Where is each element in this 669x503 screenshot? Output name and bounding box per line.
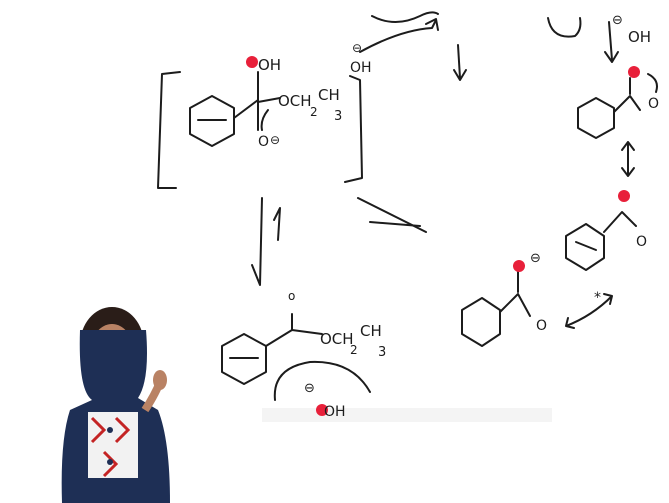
label-o-right1: O xyxy=(648,96,659,112)
red-dot xyxy=(316,404,328,416)
label-o-right3: O xyxy=(536,318,547,334)
label-sub3: 3 xyxy=(378,345,386,360)
minus-sign: ⊖ xyxy=(304,381,315,396)
equilibrium-arrow-down xyxy=(251,197,263,286)
minus-sign: ⊖ xyxy=(530,251,541,266)
bracket-right xyxy=(344,75,363,183)
red-dot xyxy=(513,260,525,272)
label-sub3: 3 xyxy=(334,109,342,124)
benzene-ring-4 xyxy=(461,297,501,347)
presenter xyxy=(61,307,170,503)
label-o-right2: O xyxy=(636,234,647,250)
benzene-ring-3 xyxy=(565,223,605,271)
top-stroke-right xyxy=(547,17,582,38)
minus-sign: ⊖ xyxy=(270,133,280,147)
label-oh-minus: OH xyxy=(350,60,372,76)
minus-sign: ⊖ xyxy=(612,13,623,28)
label-ch3: CH xyxy=(360,322,382,340)
red-dot xyxy=(628,66,640,78)
down-arrow-right xyxy=(604,21,619,63)
label-ch3: CH xyxy=(318,86,340,104)
label-oh-right: OH xyxy=(628,28,651,46)
equilibrium-arrow-diag2 xyxy=(369,221,421,227)
minus-sign: ⊖ xyxy=(352,41,362,55)
attack-arrow xyxy=(359,19,437,53)
circle-stroke xyxy=(273,360,371,401)
equilibrium-arrow-diag1 xyxy=(357,197,427,233)
benzene-ring-5 xyxy=(221,333,267,385)
resonance-arrow xyxy=(621,141,635,177)
label-oh-bottom: OH xyxy=(324,404,346,420)
label-sub2: 2 xyxy=(310,105,318,119)
bracket-left xyxy=(157,71,181,189)
label-ester-tail-top: OCH xyxy=(278,92,312,110)
top-stroke-left xyxy=(371,11,439,23)
down-arrow-top xyxy=(453,44,467,81)
label-o-small: o xyxy=(288,289,295,303)
label-asterisk: * xyxy=(594,290,601,306)
equilibrium-arrow-up xyxy=(273,207,281,241)
label-o-minus: O xyxy=(258,134,269,150)
benzene-ring-2 xyxy=(577,97,615,139)
benzene-ring-1 xyxy=(189,95,235,147)
label-sub2: 2 xyxy=(350,343,358,357)
label-oh-top: OH xyxy=(258,56,281,74)
resonance-arrow-2 xyxy=(565,293,613,329)
red-dot xyxy=(618,190,630,202)
label-ester-tail-bottom: OCH xyxy=(320,330,354,348)
red-dot xyxy=(246,56,258,68)
